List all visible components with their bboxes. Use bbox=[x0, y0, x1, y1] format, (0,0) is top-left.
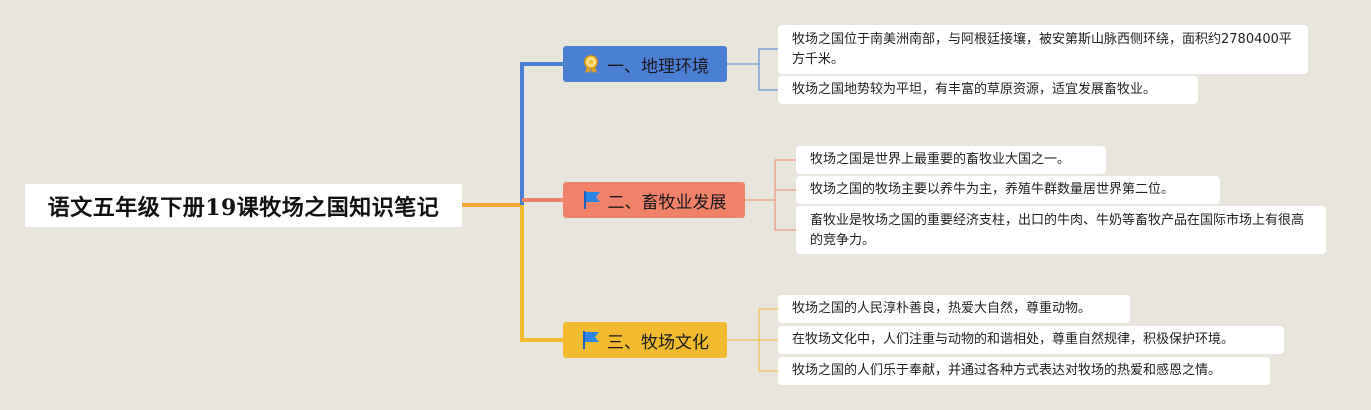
connector-leaf-1-1 bbox=[727, 48, 778, 65]
connector-leaf-3-3 bbox=[758, 340, 778, 372]
leaf-2-1[interactable]: 牧场之国是世界上最重要的畜牧业大国之一。 bbox=[796, 146, 1106, 174]
blue-flag-icon bbox=[582, 190, 602, 210]
leaf-3-2[interactable]: 在牧场文化中，人们注重与动物的和谐相处，尊重自然规律，积极保护环境。 bbox=[778, 326, 1284, 354]
root-topic[interactable]: 语文五年级下册19课牧场之国知识笔记 bbox=[25, 184, 462, 227]
branch-culture[interactable]: 三、牧场文化 bbox=[563, 322, 727, 358]
connector-leaf-2-1 bbox=[745, 159, 796, 201]
connector-leaf-2-3 bbox=[774, 200, 796, 231]
leaf-1-1[interactable]: 牧场之国位于南美洲南部，与阿根廷接壤，被安第斯山脉西侧环绕，面积约2780400… bbox=[778, 25, 1308, 74]
leaf-3-1[interactable]: 牧场之国的人民淳朴善良，热爱大自然，尊重动物。 bbox=[778, 295, 1130, 323]
leaf-1-2[interactable]: 牧场之国地势较为平坦，有丰富的草原资源，适宜发展畜牧业。 bbox=[778, 76, 1198, 104]
branch-label: 二、畜牧业发展 bbox=[607, 192, 727, 213]
connector-leaf-2-2 bbox=[774, 189, 796, 200]
branch-label: 一、地理环境 bbox=[607, 56, 709, 77]
blue-flag-icon bbox=[581, 330, 601, 350]
connector-branch-1 bbox=[520, 62, 563, 205]
leaf-3-3[interactable]: 牧场之国的人们乐于奉献，并通过各种方式表达对牧场的热爱和感恩之情。 bbox=[778, 357, 1270, 385]
connector-leaf-3-1 bbox=[727, 308, 778, 341]
branch-livestock[interactable]: 二、畜牧业发展 bbox=[563, 182, 745, 218]
connector-branch-3 bbox=[520, 205, 563, 342]
branch-label: 三、牧场文化 bbox=[607, 332, 709, 353]
leaf-2-3[interactable]: 畜牧业是牧场之国的重要经济支柱，出口的牛肉、牛奶等畜牧产品在国际市场上有很高的竞… bbox=[796, 206, 1326, 254]
branch-geography[interactable]: 一、地理环境 bbox=[563, 46, 727, 82]
root-title: 语文五年级下册19课牧场之国知识笔记 bbox=[47, 194, 440, 221]
leaf-2-2[interactable]: 牧场之国的牧场主要以养牛为主，养殖牛群数量居世界第二位。 bbox=[796, 176, 1220, 204]
award-ribbon-icon bbox=[581, 54, 601, 74]
connector-leaf-1-2 bbox=[758, 64, 778, 91]
